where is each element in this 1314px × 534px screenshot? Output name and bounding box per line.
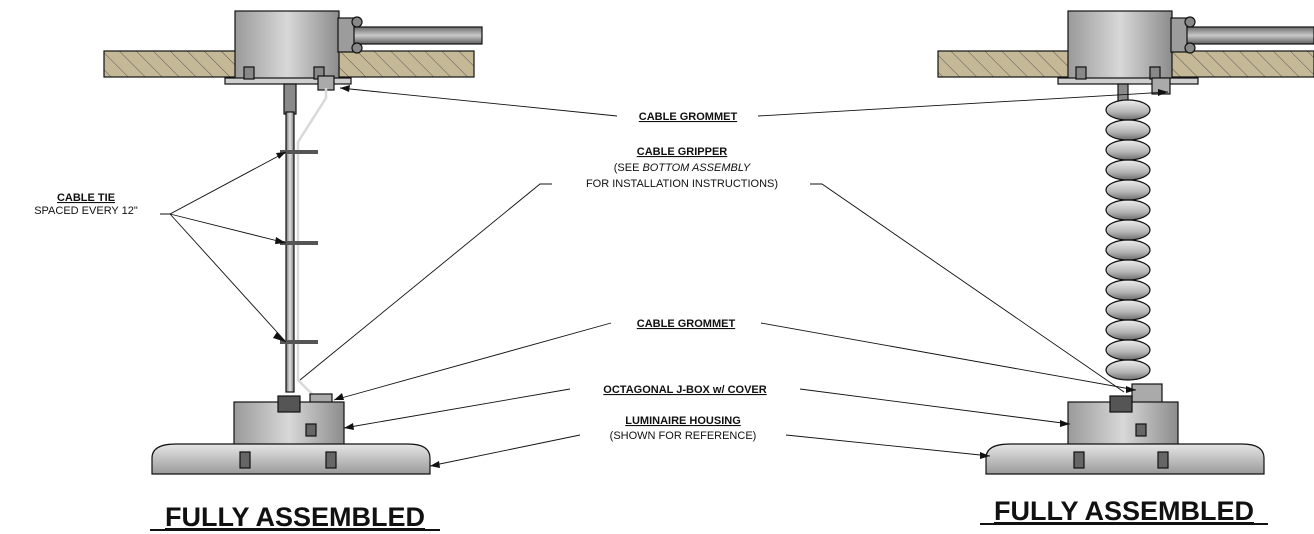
- left-top-cable-grommet: [317, 75, 335, 91]
- right-assembly: [937, 10, 1314, 475]
- cable-gripper-see-italic: BOTTOM ASSEMBLY: [642, 162, 750, 174]
- cable-tie-label: CABLE TIE: [57, 192, 115, 204]
- left-conduit: [351, 26, 483, 45]
- cable-gripper-instructions-label: FOR INSTALLATION INSTRUCTIONS): [586, 178, 778, 190]
- left-cable-ties: [280, 150, 318, 344]
- cable-gripper-see-label: (SEE BOTTOM ASSEMBLY: [614, 162, 751, 174]
- cable-gripper-see-prefix: (SEE: [614, 162, 643, 174]
- right-title: FULLY ASSEMBLED: [994, 496, 1254, 526]
- right-bottom-cable-grommet: [1131, 383, 1163, 405]
- right-conduit: [1184, 26, 1314, 45]
- cable-grommet-top-label: CABLE GROMMET: [639, 111, 738, 123]
- left-luminaire-housing: [151, 443, 431, 475]
- cable-tie-spacing-label: SPACED EVERY 12": [34, 205, 138, 217]
- octagonal-jbox-label: OCTAGONAL J-BOX w/ COVER: [603, 384, 766, 396]
- luminaire-housing-label: LUMINAIRE HOUSING: [625, 415, 741, 427]
- right-luminaire-housing: [985, 443, 1265, 475]
- leader-lines: [160, 85, 1169, 468]
- left-assembly: [103, 10, 483, 475]
- luminaire-housing-ref-label: (SHOWN FOR REFERENCE): [610, 430, 757, 442]
- left-support-rod: [285, 111, 295, 393]
- right-coiled-cable: [1105, 99, 1151, 381]
- cable-grommet-bottom-label: CABLE GROMMET: [637, 318, 736, 330]
- cable-gripper-label: CABLE GRIPPER: [637, 146, 728, 158]
- left-title: FULLY ASSEMBLED: [165, 502, 425, 532]
